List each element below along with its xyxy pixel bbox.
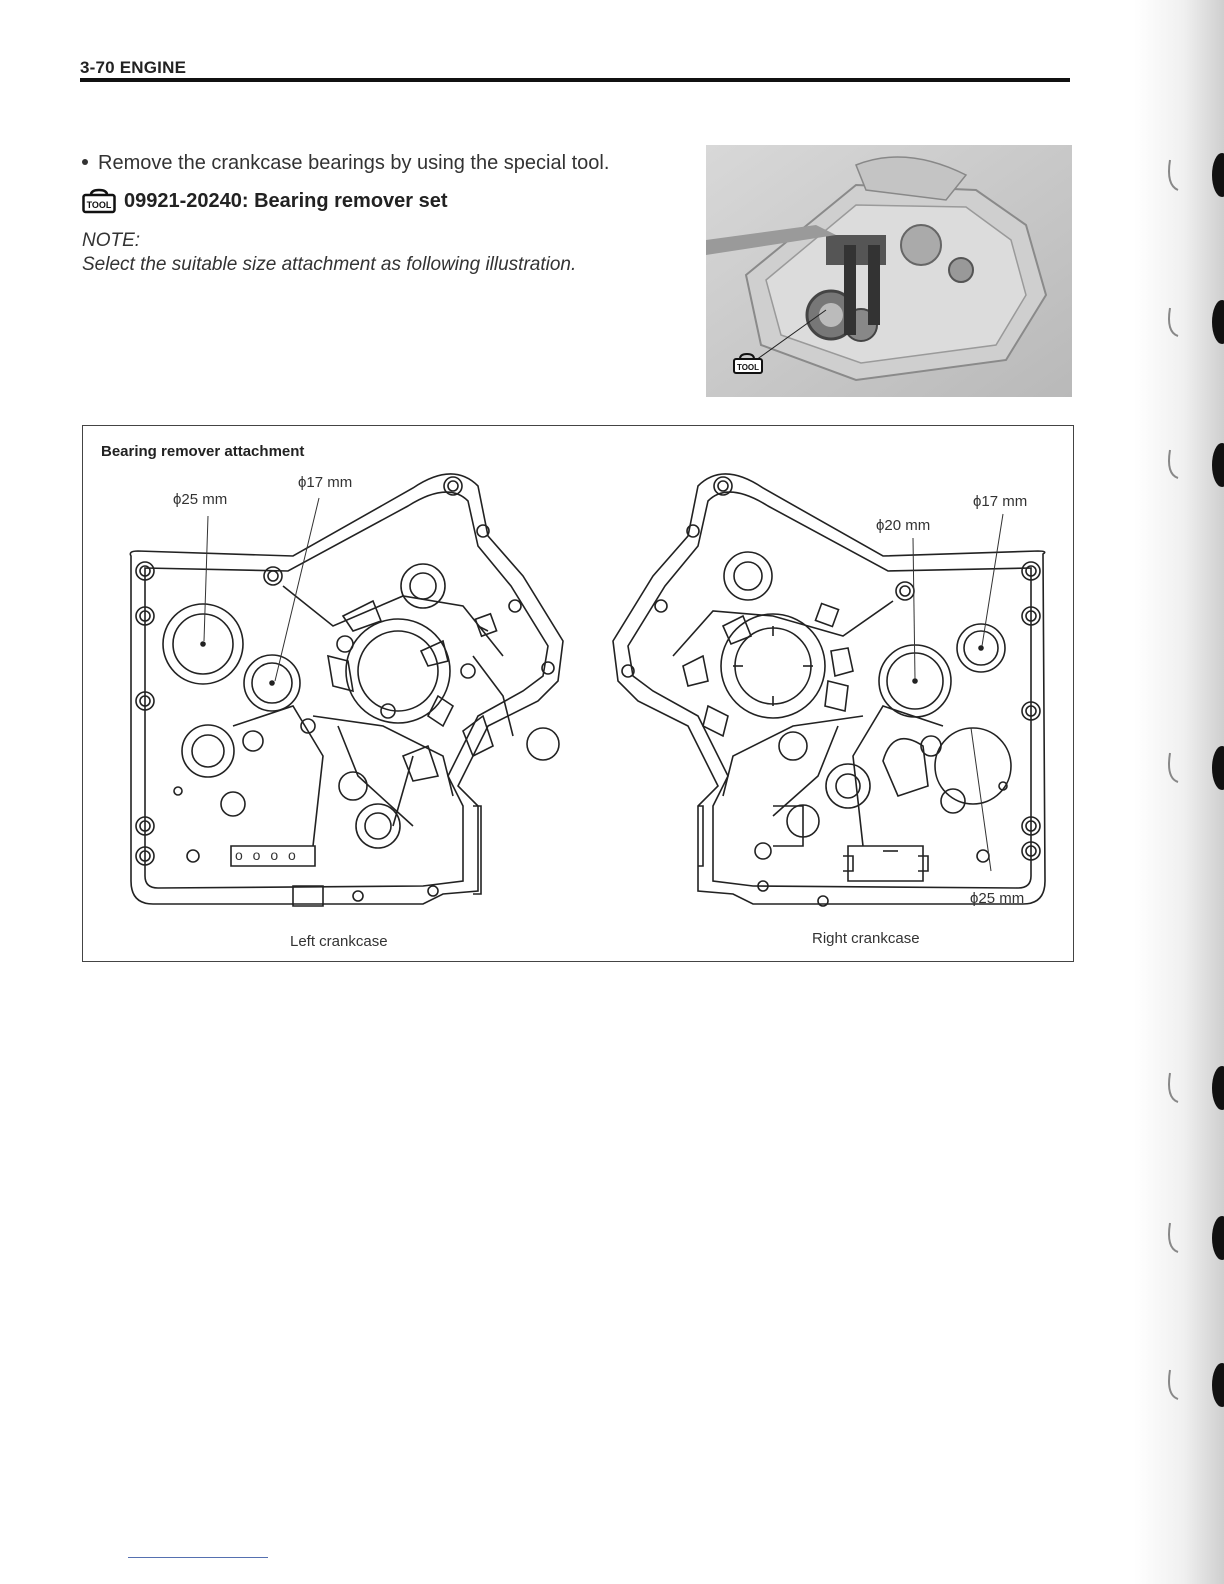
photo-tool-icon-label: TOOL — [737, 363, 759, 372]
photo-illustration: TOOL — [706, 145, 1072, 397]
right-crankcase-drawing — [613, 474, 1045, 906]
instruction-bullet: Remove the crankcase bearings by using t… — [82, 152, 609, 175]
binder-edge-holes — [1134, 0, 1224, 1584]
left-crankcase-caption: Left crankcase — [290, 933, 388, 950]
left-label-25mm: ϕ25 mm — [173, 491, 227, 508]
page-header: 3-70 ENGINE — [80, 58, 1070, 78]
note-label: NOTE: — [82, 230, 140, 252]
left-leader-lines — [204, 498, 319, 681]
left-label-17mm: ϕ17 mm — [298, 474, 352, 491]
bearing-removal-photo: TOOL — [706, 145, 1072, 397]
left-crankcase-drawing — [130, 474, 563, 906]
bottom-line-mark — [128, 1557, 268, 1558]
tool-spec-text: 09921-20240: Bearing remover set — [124, 190, 448, 213]
right-crankcase-caption: Right crankcase — [812, 930, 920, 947]
tool-icon-label: TOOL — [87, 200, 112, 210]
note-text: Select the suitable size attachment as f… — [82, 254, 576, 276]
bearing-remover-diagram: Bearing remover attachment — [82, 425, 1074, 962]
tool-spec-line: TOOL 09921-20240: Bearing remover set — [82, 188, 448, 214]
bullet-icon — [82, 159, 88, 165]
right-leader-lines — [913, 514, 1003, 871]
tool-icon: TOOL — [82, 188, 116, 214]
right-label-20mm: ϕ20 mm — [876, 517, 930, 534]
header-rule — [80, 78, 1070, 82]
left-bolt-hole-row: o o o o — [235, 847, 299, 863]
crankcase-drawings — [83, 426, 1073, 961]
instruction-text: Remove the crankcase bearings by using t… — [98, 152, 609, 174]
page-section-label: 3-70 ENGINE — [80, 58, 186, 77]
right-label-25mm: ϕ25 mm — [970, 890, 1024, 907]
right-label-17mm: ϕ17 mm — [973, 493, 1027, 510]
